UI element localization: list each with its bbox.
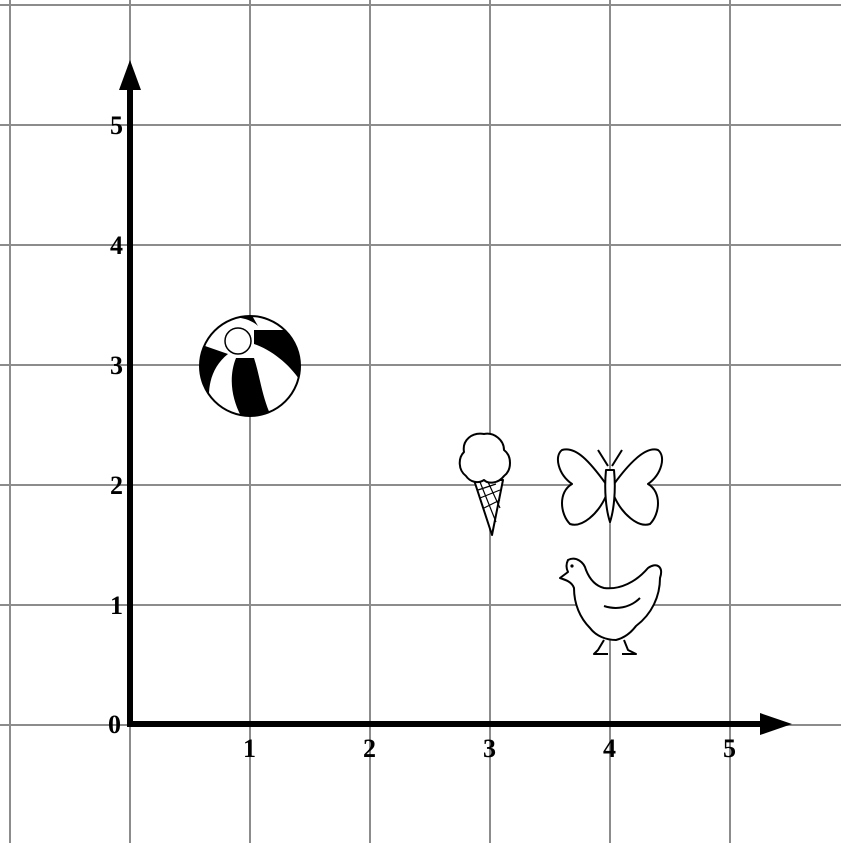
hen-icon — [559, 557, 662, 655]
x-tick-label-2: 2 — [363, 734, 376, 763]
ice-cream-icon — [458, 432, 511, 536]
butterfly-icon — [556, 448, 664, 526]
y-tick-label-4: 4 — [110, 231, 123, 260]
x-tick-label-4: 4 — [603, 734, 616, 763]
y-tick-label-3: 3 — [110, 351, 123, 380]
axes — [119, 60, 792, 735]
x-tick-label-5: 5 — [723, 734, 736, 763]
y-tick-label-2: 2 — [110, 471, 123, 500]
x-tick-labels: 1 2 3 4 5 — [243, 734, 736, 763]
y-tick-labels: 0 1 2 3 4 5 — [108, 111, 123, 739]
x-axis-arrowhead — [760, 713, 792, 735]
y-tick-label-5: 5 — [110, 111, 123, 140]
y-tick-label-0: 0 — [108, 710, 121, 739]
y-axis-arrowhead — [119, 60, 141, 90]
y-tick-label-1: 1 — [110, 591, 123, 620]
beach-ball-icon — [199, 315, 301, 417]
x-tick-label-3: 3 — [483, 734, 496, 763]
x-tick-label-1: 1 — [243, 734, 256, 763]
